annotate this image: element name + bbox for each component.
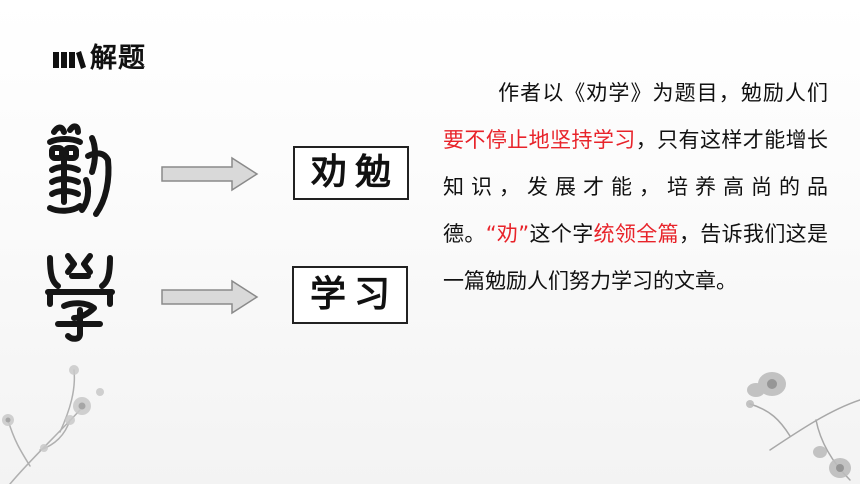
slide-title: 解题 (52, 44, 146, 74)
arrow-right-icon (161, 156, 259, 192)
explanation-paragraph: 作者以《劝学》为题目，勉励人们要不停止地坚持学习，只有这样才能增长知识，发展才能… (443, 70, 828, 305)
para-emphasis: 统领全篇 (593, 222, 679, 246)
word-box-quanmian: 劝勉 (293, 146, 409, 200)
para-segment: ，只有这样才能增长知识，发展才能，培养高尚的品德。 (443, 128, 829, 246)
para-segment: 这个字 (529, 222, 594, 246)
word-box-xuexi: 学习 (292, 266, 408, 324)
floral-decoration-left (2, 365, 104, 484)
para-segment: ，告诉我们这是一篇勉励人们努力学习的文章。 (443, 222, 829, 293)
seal-character-quan (47, 123, 112, 217)
arrow-right-icon (161, 279, 259, 315)
books-icon (53, 51, 86, 69)
seal-character-xue (45, 253, 115, 342)
floral-decoration-right (746, 372, 860, 481)
para-segment: 作者以《劝学》为题目，勉励人们 (497, 81, 828, 105)
para-emphasis: 要不停止地坚持学习 (443, 128, 636, 152)
para-emphasis: “劝” (485, 222, 530, 246)
title-text: 解题 (90, 43, 146, 74)
